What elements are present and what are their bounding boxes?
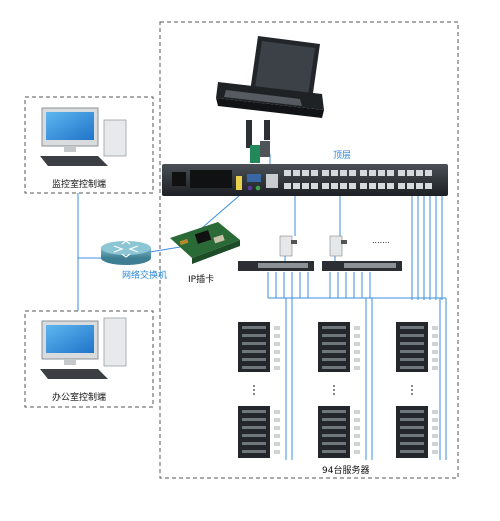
server-group-bottom-mid: [318, 406, 360, 458]
main-server-room-box: [159, 21, 459, 479]
server-group-top-mid: [318, 322, 360, 372]
server-group-top-left: [238, 322, 280, 372]
monitor-room-box: [24, 96, 154, 194]
lcd-console-drawer: [216, 36, 324, 163]
network-switch-label: 网络交换机: [122, 271, 168, 281]
cable-adapter-left: [279, 235, 297, 257]
servers-count-label: 94台服务器: [322, 466, 370, 476]
small-switch-left: [238, 261, 314, 271]
monitor-client-label: 监控室控制端: [52, 180, 107, 190]
office-client-label: 办公室控制端: [52, 393, 107, 403]
ip-card-label: IP插卡: [188, 275, 215, 285]
server-group-bottom-right: [396, 406, 438, 458]
cable-adapter-right: [329, 235, 347, 257]
office-room-box: [24, 310, 154, 408]
top-layer-label: 顶层: [333, 150, 351, 161]
network-switch-router: [101, 240, 151, 265]
kvm-port-grid: [284, 170, 432, 189]
dots-label: .......: [372, 236, 390, 245]
ellipsis-dots-vertical: [253, 385, 413, 395]
server-group-bottom-left: [238, 406, 280, 458]
kvm-switch-main: [162, 164, 448, 196]
ip-card-pcb: [170, 222, 240, 264]
server-group-top-right: [396, 322, 438, 372]
small-switch-right: [322, 261, 402, 271]
